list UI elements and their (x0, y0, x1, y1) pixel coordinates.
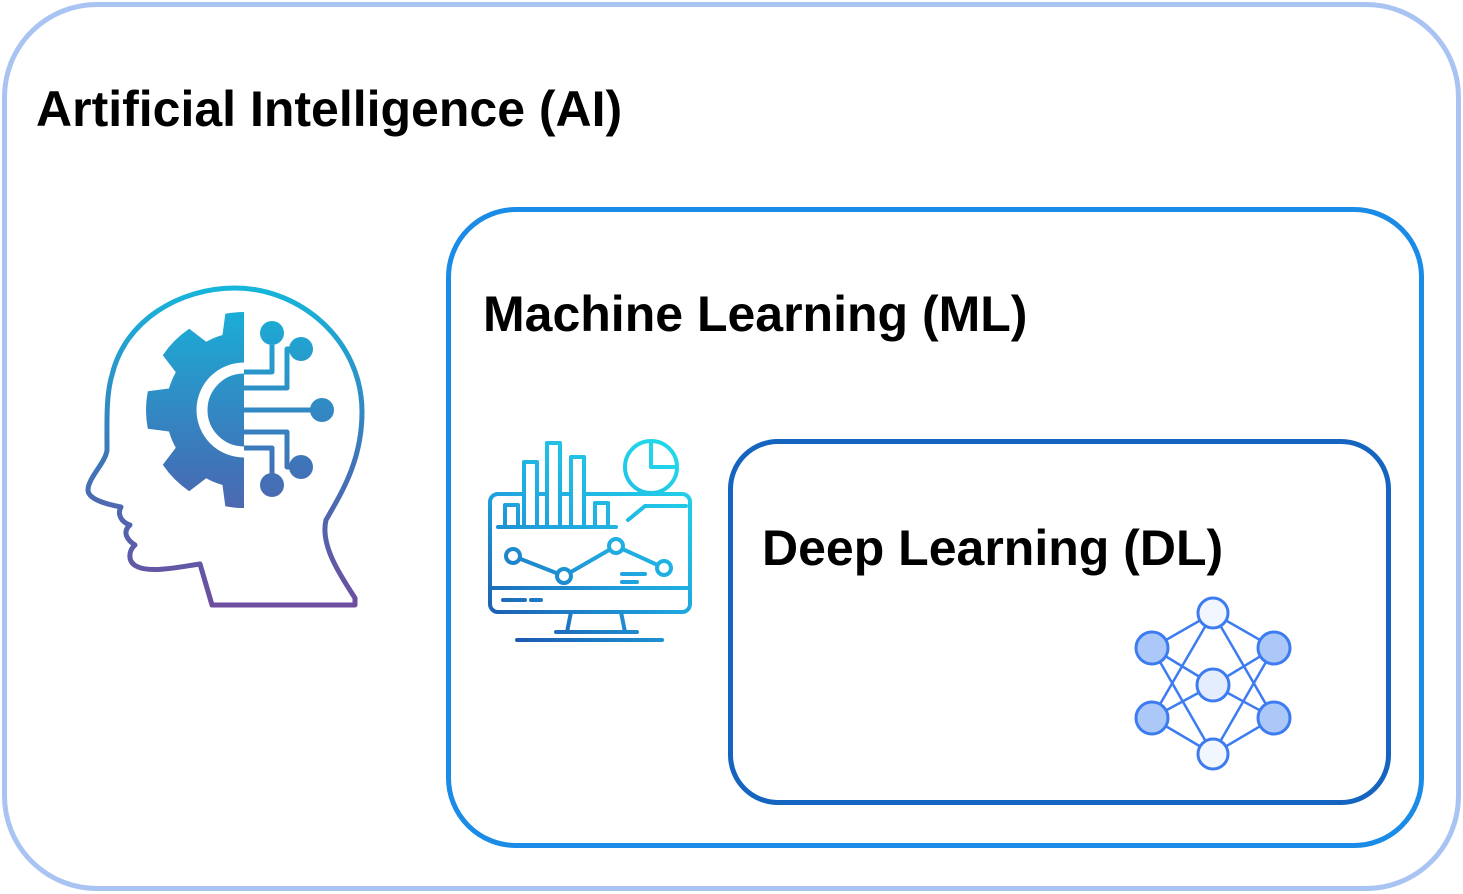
dl-title: Deep Learning (DL) (762, 520, 1224, 576)
dl-box (728, 439, 1391, 805)
ml-title: Machine Learning (ML) (483, 286, 1028, 342)
ai-title: Artificial Intelligence (AI) (36, 81, 623, 137)
